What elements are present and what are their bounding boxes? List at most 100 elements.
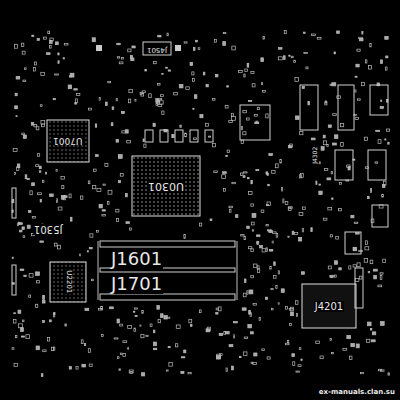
smd-part xyxy=(265,297,267,299)
smd-part xyxy=(319,184,320,185)
smd-part xyxy=(44,37,47,39)
smd-part xyxy=(380,273,383,275)
smd-part xyxy=(176,325,180,328)
smd-part xyxy=(255,122,259,124)
smd-part xyxy=(14,44,17,48)
smd-part xyxy=(158,319,160,322)
smd-part xyxy=(69,76,71,77)
smd-part xyxy=(347,335,351,338)
smd-part xyxy=(276,234,278,238)
smd-part xyxy=(69,194,71,198)
smd-part xyxy=(266,225,268,226)
smd-part xyxy=(219,333,223,335)
smd-part xyxy=(368,271,370,272)
smd-part xyxy=(245,279,246,283)
smd-part xyxy=(20,328,23,332)
smd-part xyxy=(216,312,218,314)
smd-part xyxy=(43,350,46,352)
smd-part xyxy=(210,219,212,221)
smd-part xyxy=(215,39,217,42)
smd-part xyxy=(362,31,363,34)
smd-part xyxy=(188,372,191,373)
smd-part xyxy=(58,207,62,210)
smd-part xyxy=(295,301,297,305)
smd-part xyxy=(121,57,123,59)
smd-part xyxy=(156,99,159,103)
smd-part xyxy=(199,223,201,226)
smd-part xyxy=(119,369,121,371)
smd-part xyxy=(236,215,238,218)
smd-part xyxy=(252,213,256,217)
smd-part xyxy=(114,338,118,339)
smd-part xyxy=(41,374,43,377)
smd-part xyxy=(233,322,237,323)
smd-part xyxy=(37,154,39,157)
smd-part xyxy=(355,117,359,119)
smd-part xyxy=(374,275,377,278)
smd-part xyxy=(168,317,170,318)
smd-part xyxy=(128,49,131,52)
smd-part xyxy=(257,235,260,237)
smd-part xyxy=(341,123,344,126)
smd-part xyxy=(48,31,50,34)
smd-part xyxy=(121,111,124,113)
smd-part xyxy=(49,320,51,322)
smd-part xyxy=(229,121,233,123)
smd-part xyxy=(146,335,148,336)
smd-part xyxy=(134,328,135,332)
smd-part xyxy=(166,67,168,68)
smd-part xyxy=(251,180,252,183)
smd-part xyxy=(268,230,272,231)
smd-part xyxy=(240,173,242,176)
smd-part xyxy=(120,324,123,326)
smd-part xyxy=(300,173,303,177)
smd-part xyxy=(141,93,144,96)
smd-part xyxy=(311,228,312,232)
smd-part xyxy=(299,212,303,215)
smd-part xyxy=(270,267,271,270)
smd-part xyxy=(47,53,50,55)
smd-part xyxy=(22,227,24,230)
smd-part xyxy=(251,275,254,277)
smd-part xyxy=(16,116,17,117)
smd-part xyxy=(334,52,335,54)
smd-part xyxy=(248,324,252,327)
smd-part xyxy=(371,189,372,193)
smd-part xyxy=(357,263,360,267)
smd-part xyxy=(189,319,192,323)
smd-part xyxy=(359,276,362,279)
smd-part xyxy=(167,33,168,36)
smd-part xyxy=(40,105,42,107)
smd-part xyxy=(61,196,64,200)
smd-part xyxy=(92,185,95,188)
smd-part xyxy=(289,309,293,311)
smd-part xyxy=(295,77,299,81)
smd-part xyxy=(70,73,74,77)
smd-part xyxy=(243,293,246,297)
smd-part xyxy=(323,135,325,138)
smd-part xyxy=(22,133,25,135)
smd-part xyxy=(110,307,114,309)
smd-part xyxy=(212,98,215,100)
smd-part xyxy=(34,67,36,71)
smd-part xyxy=(27,225,30,228)
smd-part xyxy=(23,236,25,238)
smd-part xyxy=(262,248,265,252)
smd-part xyxy=(184,235,185,239)
smd-part xyxy=(247,226,250,228)
smd-part xyxy=(286,306,288,309)
smd-part xyxy=(251,249,254,252)
smd-part xyxy=(174,93,178,95)
smd-part xyxy=(339,268,342,270)
smd-part xyxy=(184,350,186,353)
part-label: U7001 xyxy=(52,135,84,145)
smd-part xyxy=(65,324,67,326)
smd-part xyxy=(29,274,33,278)
smd-part xyxy=(184,42,187,43)
smd-part xyxy=(290,312,293,316)
part-label: J5301 xyxy=(33,224,63,235)
smd-part xyxy=(90,234,93,237)
smd-part xyxy=(219,307,221,311)
slot-label: J1601 xyxy=(110,249,163,269)
smd-part xyxy=(91,279,93,281)
